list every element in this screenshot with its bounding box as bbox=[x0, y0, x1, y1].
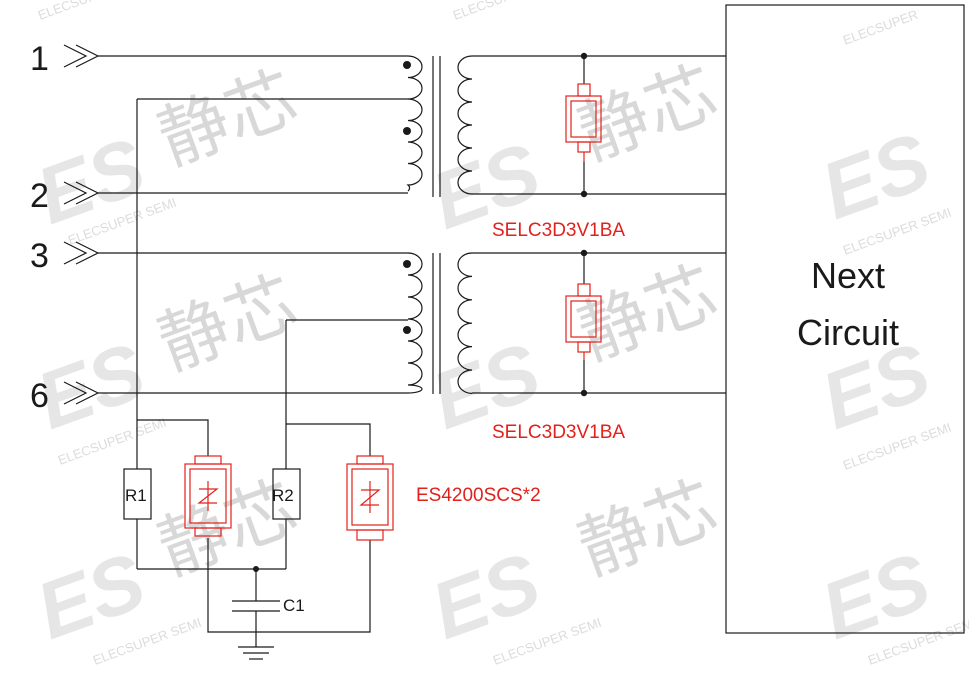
next-circuit-block bbox=[725, 4, 965, 634]
resistor-r1-label: R1 bbox=[125, 486, 147, 505]
polarity-dot bbox=[403, 127, 411, 135]
watermark-brand-2: ELECSUPER bbox=[451, 0, 530, 23]
pin-label-1: 1 bbox=[30, 40, 49, 78]
pin-label-6: 6 bbox=[30, 377, 49, 415]
gdt-1 bbox=[184, 455, 232, 537]
watermark-cn-4: 静芯 bbox=[568, 251, 728, 376]
gdt-label: ES4200SCS*2 bbox=[416, 485, 541, 506]
tvs-diode-2 bbox=[565, 249, 602, 397]
watermark-cn-2: 静芯 bbox=[568, 51, 728, 176]
watermark-brand-1: ELECSUPER bbox=[36, 0, 115, 23]
pin-label-2: 2 bbox=[30, 177, 49, 215]
watermark-cn-3: 静芯 bbox=[148, 261, 308, 386]
next-circuit-label-line1: Next bbox=[811, 255, 885, 296]
capacitor-c1-label: C1 bbox=[283, 596, 305, 615]
polarity-dot bbox=[403, 61, 411, 69]
transformer-1 bbox=[98, 55, 726, 197]
termination-network bbox=[123, 99, 371, 660]
tvs-label-2: SELC3D3V1BA bbox=[492, 422, 625, 443]
transformer-2 bbox=[98, 252, 726, 394]
gdt-2 bbox=[346, 455, 394, 541]
pin-connector-1 bbox=[63, 44, 100, 68]
resistor-r2-label: R2 bbox=[272, 486, 294, 505]
tvs-label-1: SELC3D3V1BA bbox=[492, 220, 625, 241]
polarity-dot bbox=[403, 260, 411, 268]
watermark-cn-1: 静芯 bbox=[148, 56, 308, 181]
polarity-dot bbox=[403, 326, 411, 334]
pin-label-3: 3 bbox=[30, 237, 49, 275]
watermark-brand-3: ELECSUPER bbox=[841, 7, 920, 48]
tvs-diode-1 bbox=[565, 52, 602, 198]
next-circuit-label-line2: Circuit bbox=[797, 312, 899, 353]
watermark-cn-6: 静芯 bbox=[568, 466, 728, 591]
